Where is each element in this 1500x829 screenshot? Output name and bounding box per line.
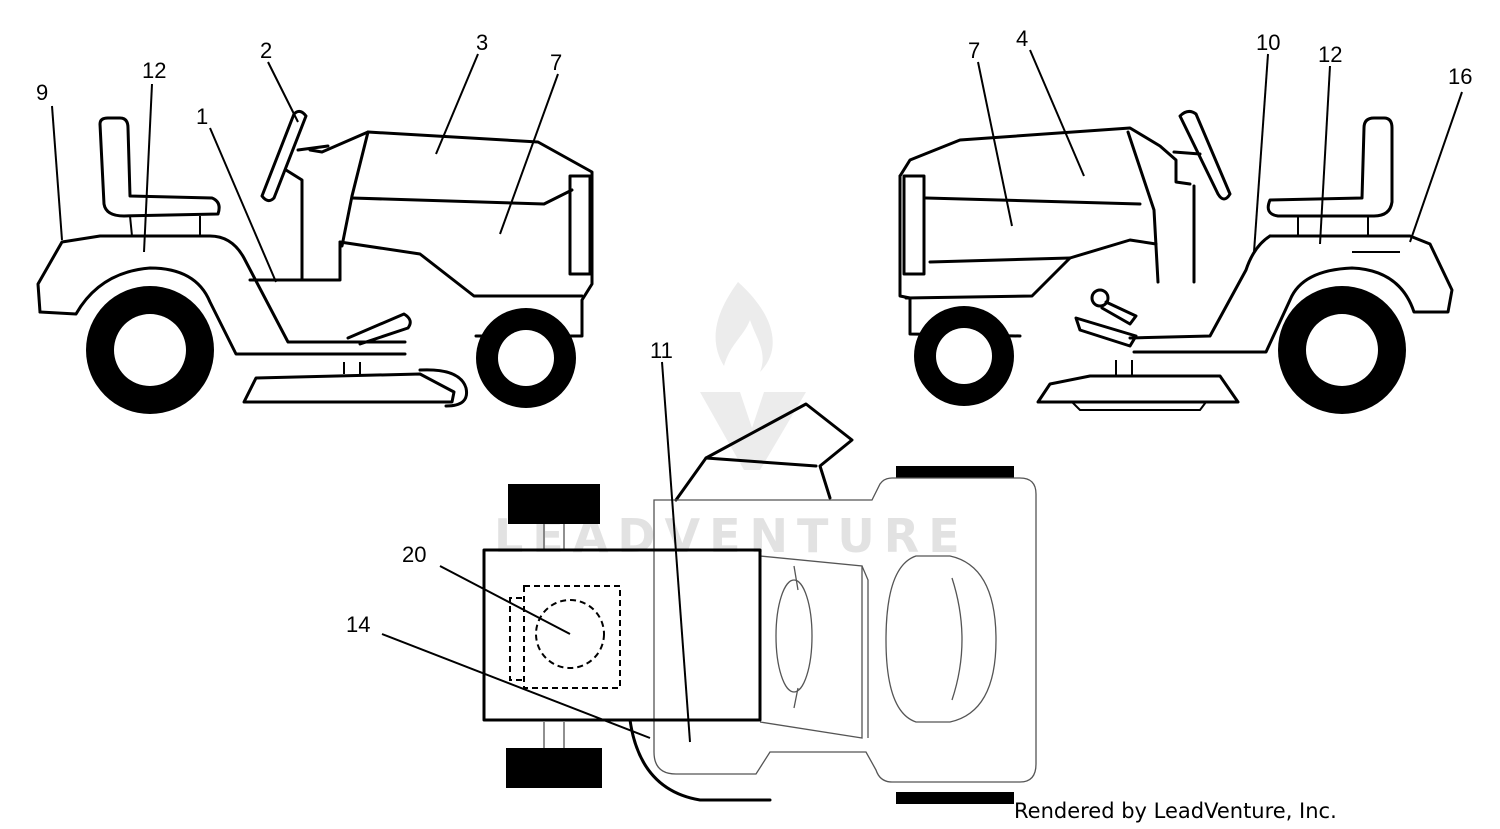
callout-12: 12 bbox=[142, 58, 166, 83]
callout-labels: 9 12 2 1 3 7 7 4 10 12 16 11 20 14 bbox=[36, 26, 1472, 637]
callout-7: 7 bbox=[968, 38, 980, 63]
tractor-left-side-view bbox=[36, 109, 594, 414]
callout-2: 2 bbox=[260, 38, 272, 63]
callout-14: 14 bbox=[346, 612, 370, 637]
callout-4: 4 bbox=[1016, 26, 1028, 51]
callout-7: 7 bbox=[550, 50, 562, 75]
callout-9: 9 bbox=[36, 80, 48, 105]
callout-12: 12 bbox=[1318, 42, 1342, 67]
callout-16: 16 bbox=[1448, 64, 1472, 89]
callout-10: 10 bbox=[1256, 30, 1280, 55]
credit-text: Rendered by LeadVenture, Inc. bbox=[1014, 799, 1337, 823]
callout-1: 1 bbox=[196, 104, 208, 129]
callout-11: 11 bbox=[650, 338, 673, 363]
callout-20: 20 bbox=[402, 542, 426, 567]
tractor-top-view bbox=[482, 402, 1037, 804]
tractor-right-side-view bbox=[898, 109, 1454, 414]
leader-lines bbox=[51, 49, 1463, 743]
callout-3: 3 bbox=[476, 30, 488, 55]
